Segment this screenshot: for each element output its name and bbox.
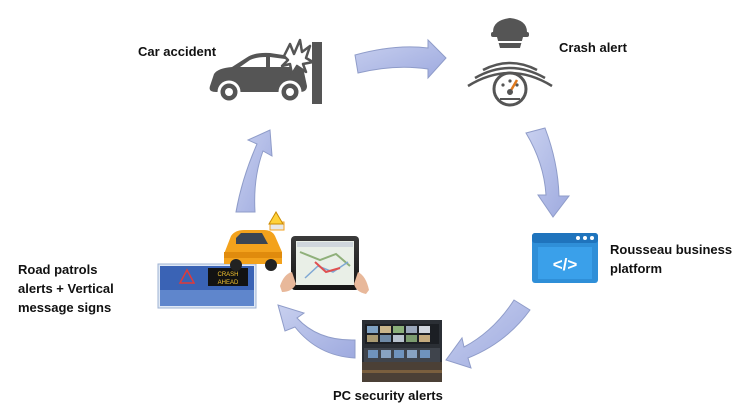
label-pc-security: PC security alerts xyxy=(333,388,443,403)
tablet-map-icon xyxy=(280,236,369,294)
arrow-car-to-alert xyxy=(354,38,447,80)
warning-icon xyxy=(178,268,196,284)
label-platform-line1: Rousseau business xyxy=(610,242,732,257)
sign-text-line1: CRASH xyxy=(217,272,238,278)
label-platform-line2: platform xyxy=(610,261,662,276)
car-crash-icon xyxy=(209,38,322,104)
label-road-line1: Road patrols xyxy=(18,262,97,277)
code-window-icon: </> xyxy=(532,233,598,283)
message-sign-icon: CRASH AHEAD xyxy=(157,263,257,309)
arrow-patrols-to-car xyxy=(235,129,273,213)
control-room-photo xyxy=(362,320,442,382)
label-crash-alert: Crash alert xyxy=(559,40,628,55)
arrow-alert-to-platform xyxy=(525,127,571,218)
label-road-line3: message signs xyxy=(18,300,111,315)
code-symbol: </> xyxy=(553,255,578,274)
crash-sensor-icon xyxy=(467,18,553,107)
arrow-platform-to-pc xyxy=(445,299,531,369)
sign-text-line2: AHEAD xyxy=(218,280,239,286)
arrow-pc-to-patrols xyxy=(277,304,356,359)
patrol-van-icon xyxy=(224,211,285,271)
label-road-line2: alerts + Vertical xyxy=(18,281,114,296)
label-car-accident: Car accident xyxy=(138,44,217,59)
